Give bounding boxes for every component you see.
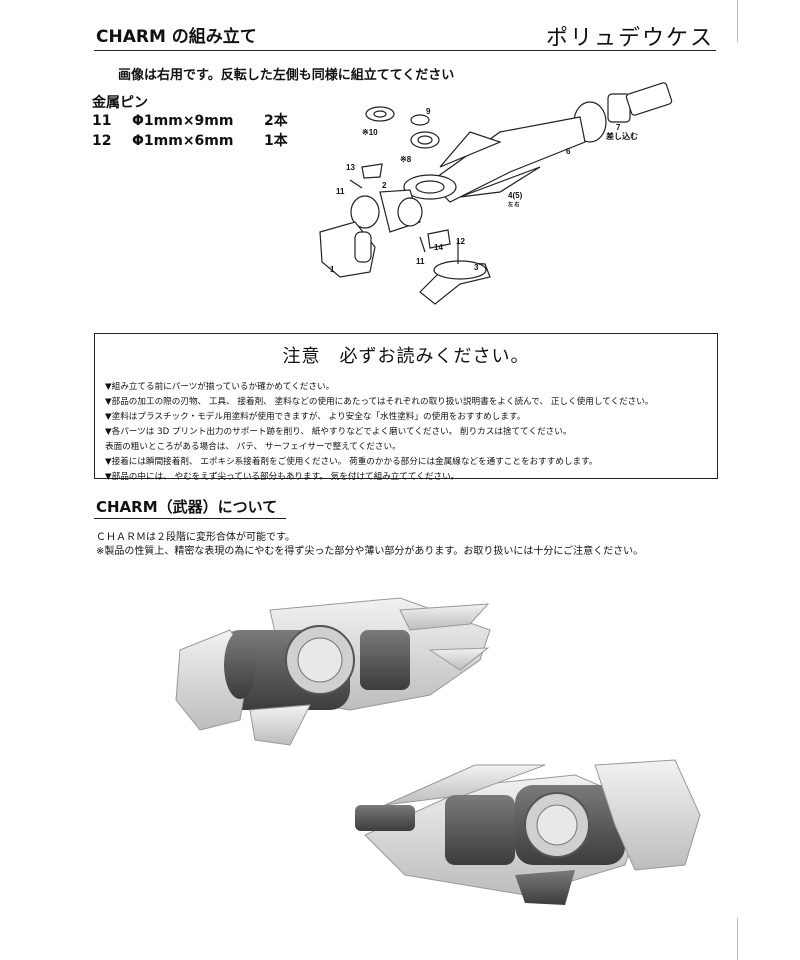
weapon-hub-center [536, 804, 578, 846]
label-8: ※8 [400, 155, 412, 164]
notice-item: ▼部品の加工の際の刃物、 工具、 接着剤、 塗料などの使用にあたってはそれぞれの… [105, 397, 654, 407]
pin-number: 12 [92, 133, 112, 149]
section-title: CHARM（武器）について [96, 498, 278, 516]
pin-row: 12 Φ1mm×6mm 1本 [92, 130, 288, 150]
part-7-body [625, 82, 673, 116]
pin-row: 11 Φ1mm×9mm 2本 [92, 110, 288, 130]
part-4-fin [459, 166, 541, 198]
label-3: 3 [474, 263, 479, 272]
description-line: ＣＨＡＲＭは２段階に変形合体が可能です。 [96, 532, 295, 543]
product-name: ポリュデウケス [545, 26, 714, 51]
label-10: ※10 [362, 128, 378, 137]
notice-item: ▼部品の中には、 やむをえず尖っている部分もあります。 気を付けて組み立ててくだ… [105, 472, 460, 482]
label-11b: 11 [416, 257, 425, 266]
description-line: ※製品の性質上、精密な表現の為にやむを得ず尖った部分や薄い部分があります。お取り… [96, 546, 644, 557]
notice-item: ▼接着には瞬間接着剤、 エポキシ系接着剤をご使用ください。 荷重のかかる部分には… [105, 457, 598, 467]
label-9: 9 [426, 107, 431, 116]
weapon-render-top [175, 597, 491, 746]
label-12: 12 [456, 237, 465, 246]
weapon-fin [428, 647, 490, 671]
header-divider [94, 50, 716, 51]
page-title: CHARM の組み立て [96, 27, 257, 47]
label-2: 2 [382, 181, 387, 190]
notice-item: ▼組み立てる前にパーツが揃っているか確かめてください。 [105, 382, 335, 392]
weapon-hub-center [297, 637, 343, 683]
pin-spec: Φ1mm×9mm [132, 113, 234, 129]
part-8-hole [417, 135, 433, 145]
part-4-blade [439, 131, 502, 168]
section-divider [94, 518, 286, 519]
weapon-hand [594, 759, 701, 871]
weapon-blade [384, 764, 546, 806]
assembly-diagram: 1 2 3 4(5) 左 右 6 7 差し込む ※8 9 ※10 11 11 1… [319, 82, 673, 305]
pin-spec: Φ1mm×6mm [132, 133, 234, 149]
notice-list: ▼組み立てる前にパーツが揃っているか確かめてください。 ▼部品の加工の際の刃物、… [105, 380, 653, 485]
label-4-5: 4(5) [508, 191, 523, 200]
label-1: 1 [330, 265, 335, 274]
pin-11a [349, 179, 363, 189]
notice-item: ▼各パーツは 3D プリント出力のサポート跡を削り、 紙やすりなどでよく磨いてく… [105, 427, 572, 437]
part-2-roller [397, 197, 423, 227]
part-10-hole [373, 110, 387, 118]
notice-item: 表面の粗いところがある場合は、 パテ、 サーフェイサーで整えてください。 [105, 442, 401, 452]
page-edge-line-top [737, 0, 738, 42]
label-14: 14 [434, 243, 443, 252]
label-11a: 11 [336, 187, 345, 196]
part-9 [410, 114, 430, 126]
pin-number: 11 [92, 113, 112, 129]
part-13 [361, 163, 383, 179]
page-edge-line-bottom [737, 918, 738, 960]
pin-11b [419, 236, 426, 253]
part-4-body [429, 116, 586, 203]
weapon-grip [515, 870, 575, 905]
metal-pins-heading: 金属ピン [92, 95, 148, 111]
pin-count: 2本 [264, 113, 288, 129]
pin-count: 1本 [264, 133, 288, 149]
part-2-roller [350, 195, 380, 229]
weapon-blade [399, 603, 490, 631]
label-7-note: 差し込む [605, 131, 638, 141]
notice-title: 注意 必ずお読みください。 [282, 346, 530, 367]
weapon-grip [249, 704, 311, 746]
weapon-block [360, 630, 410, 690]
label-6: 6 [566, 147, 571, 156]
weapon-render-bottom [355, 759, 701, 905]
instruction-subtitle: 画像は右用です。反転した左側も同様に組立ててください [118, 68, 455, 83]
notice-box: 注意 必ずお読みください。 ▼組み立てる前にパーツが揃っているか確かめてください… [94, 333, 718, 482]
part-1-finger [354, 231, 372, 263]
notice-item: ▼塗料はプラスチック・モデル用塗料が使用できますが、 より安全な「水性塗料」の使… [105, 412, 526, 422]
weapon-roller [224, 631, 256, 699]
weapon-block [445, 795, 515, 865]
label-4-5-sub: 左 右 [507, 201, 519, 208]
weapon-barrel [355, 805, 415, 831]
part-3-top [433, 260, 487, 280]
part-2-hub-center [415, 180, 445, 194]
part-14 [427, 229, 451, 249]
label-13: 13 [346, 163, 355, 172]
label-7: 7 [616, 123, 621, 132]
